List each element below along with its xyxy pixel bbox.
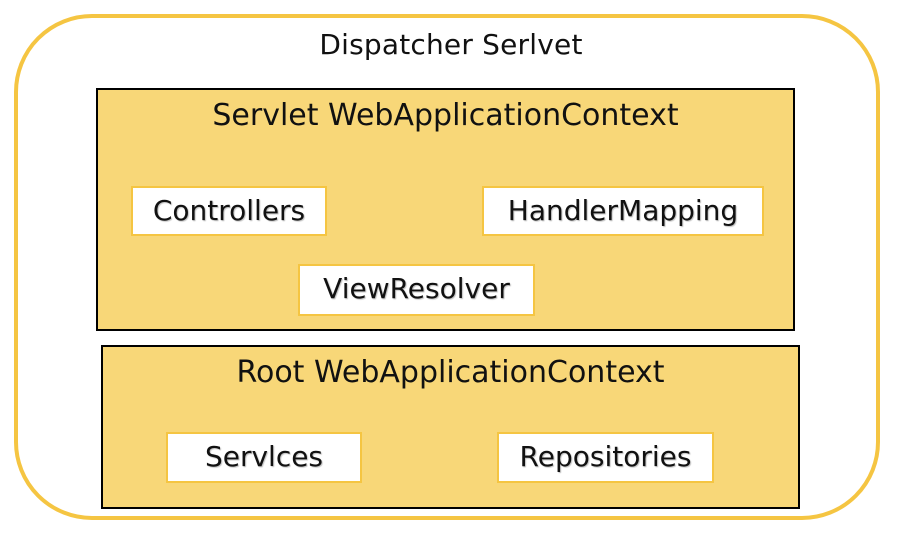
controllers-box: Controllers [131,186,327,236]
root-context-title: Root WebApplicationContext [236,355,665,390]
view-resolver-label: ViewResolver [323,272,510,305]
root-webapplicationcontext-box: Root WebApplicationContext [101,345,800,509]
services-label: Servlces [204,440,324,473]
repositories-label: Repositories [519,440,692,473]
servlet-context-title: Servlet WebApplicationContext [212,98,679,133]
services-box: Servlces [166,432,362,483]
view-resolver-box: ViewResolver [298,264,535,316]
handler-mapping-box: HandlerMapping [482,186,764,236]
dispatcher-servlet-title: Dispatcher Serlvet [319,28,583,61]
handler-mapping-label: HandlerMapping [507,194,739,227]
controllers-label: Controllers [152,194,306,227]
repositories-box: Repositories [497,432,714,483]
